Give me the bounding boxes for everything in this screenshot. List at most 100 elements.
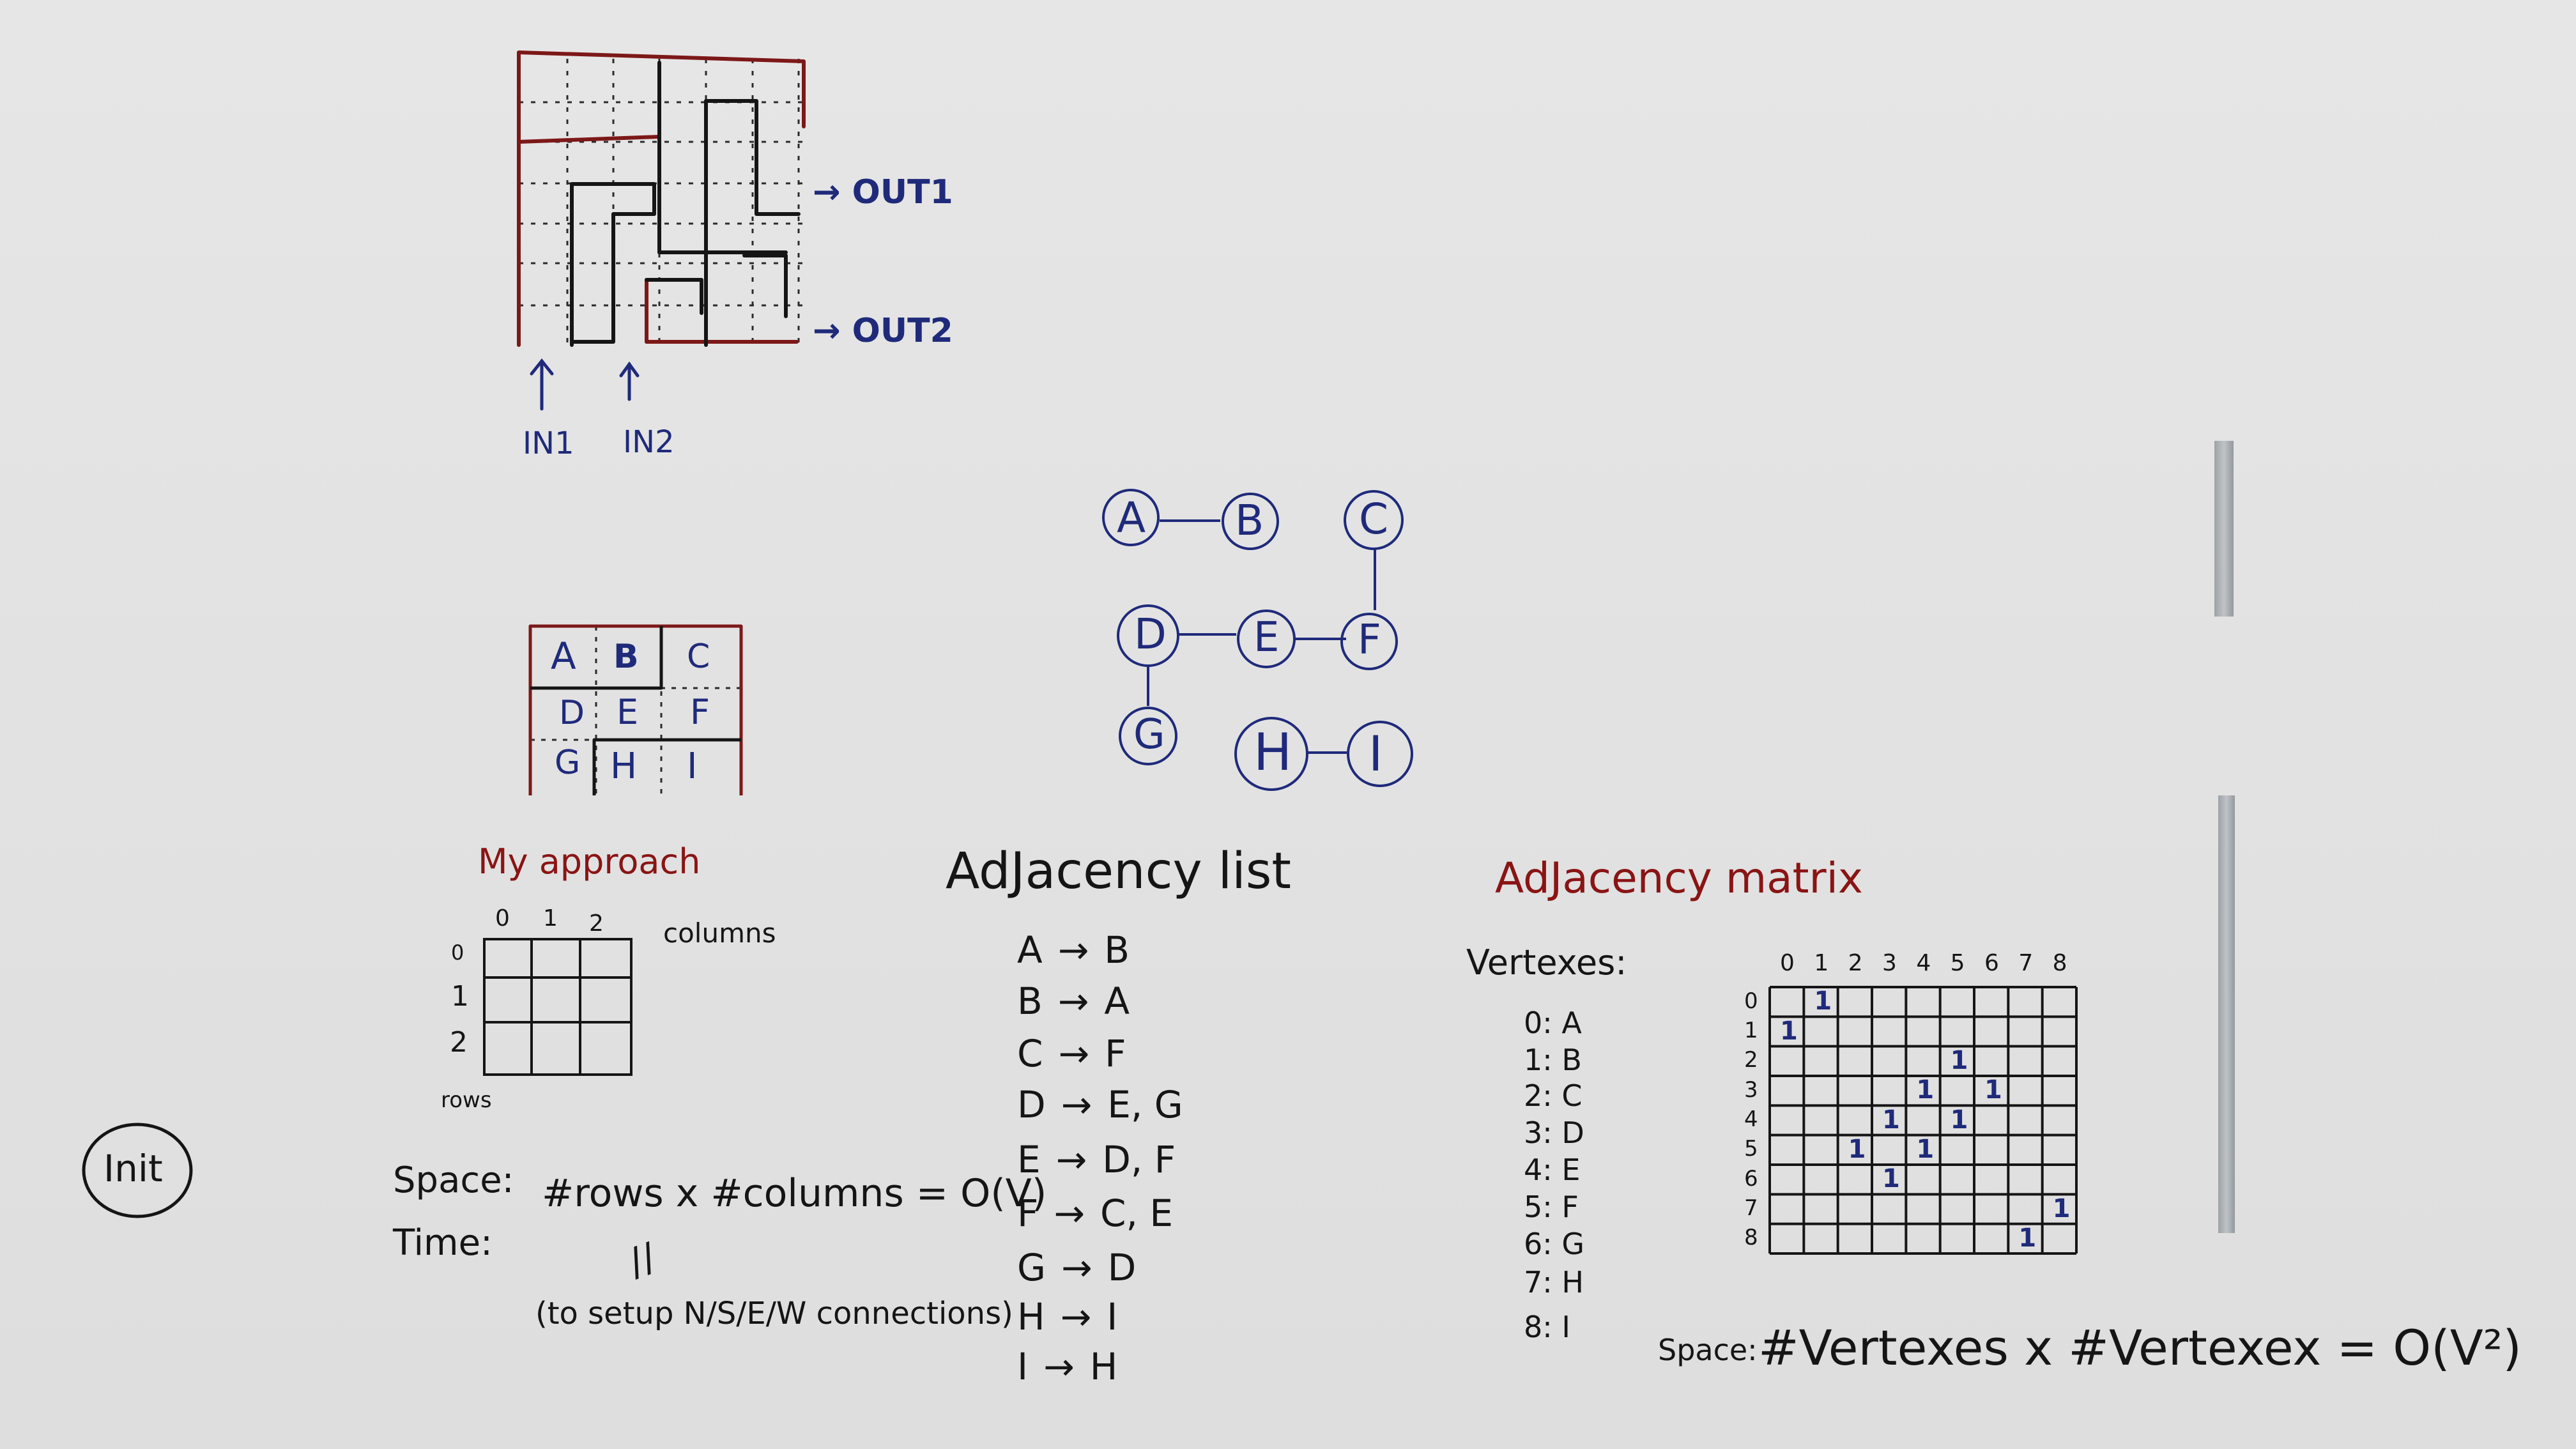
matrix-one-entry: 1 bbox=[1950, 1105, 1968, 1135]
grid-cell-d: D bbox=[559, 694, 585, 732]
graph-node-d-label: D bbox=[1134, 610, 1167, 659]
graph-node-a bbox=[1102, 489, 1160, 546]
matrix-one-entry: 1 bbox=[1848, 1134, 1866, 1164]
board-reflection bbox=[2218, 795, 2235, 1233]
adjacency-list-row: B→A bbox=[1017, 983, 1130, 1020]
matrix-column-header: 6 bbox=[1984, 950, 1999, 976]
adjacency-list-row: D → E, G bbox=[1017, 1086, 1183, 1123]
matrix-column-header: 5 bbox=[1950, 950, 1965, 976]
graph-node-f-label: F bbox=[1358, 617, 1381, 664]
matrix-row-header: 0 bbox=[1744, 988, 1758, 1014]
adjacency-from: A bbox=[1017, 928, 1043, 972]
adjacency-list-row: G → D bbox=[1017, 1249, 1136, 1286]
matrix-one-entry: 1 bbox=[1814, 986, 1832, 1016]
adjacency-to: E, G bbox=[1107, 1083, 1183, 1126]
matrix-one-entry: 1 bbox=[1984, 1075, 2002, 1105]
adjacency-arrow: → bbox=[1061, 1083, 1092, 1126]
matrix-column-header: 1 bbox=[1814, 950, 1829, 976]
adjacency-arrow: → bbox=[1061, 1246, 1092, 1289]
approach-space-formula: #rows x #columns = O(V) bbox=[542, 1171, 1047, 1216]
graph-node-i bbox=[1347, 721, 1413, 787]
matrix-row-header: 4 bbox=[1744, 1106, 1758, 1132]
matrix-row-header: 6 bbox=[1744, 1165, 1758, 1192]
approach-rows-label: rows bbox=[441, 1087, 492, 1113]
matrix-one-entry: 1 bbox=[1950, 1045, 1968, 1075]
grid-cell-c: C bbox=[687, 638, 710, 676]
vertex-entry: 0: A bbox=[1524, 1006, 1582, 1040]
graph-node-f bbox=[1340, 613, 1398, 670]
graph-node-i-label: I bbox=[1368, 725, 1383, 782]
grid-cell-h: H bbox=[610, 746, 638, 787]
grid-cell-a: A bbox=[551, 634, 576, 678]
grid-cell-e: E bbox=[617, 692, 639, 732]
adjacency-from: I bbox=[1017, 1345, 1029, 1388]
vertex-entry: 6: G bbox=[1524, 1227, 1585, 1261]
maze-input-1-label: IN1 bbox=[523, 425, 574, 461]
matrix-column-header: 3 bbox=[1882, 950, 1897, 976]
graph-node-h-label: H bbox=[1254, 723, 1292, 782]
adjacency-from: F bbox=[1017, 1192, 1039, 1235]
adjacency-to: D bbox=[1107, 1246, 1137, 1289]
adjacency-arrow: → bbox=[1054, 1192, 1085, 1235]
graph-node-d bbox=[1117, 604, 1179, 667]
adjacency-to: H bbox=[1089, 1345, 1118, 1388]
vertex-entry: 5: F bbox=[1524, 1190, 1579, 1224]
matrix-row-header: 1 bbox=[1744, 1017, 1758, 1043]
board-reflection bbox=[2214, 441, 2234, 617]
vertexes-label: Vertexes: bbox=[1466, 942, 1627, 983]
matrix-one-entry: 1 bbox=[1882, 1105, 1900, 1135]
my-approach-title: My approach bbox=[478, 841, 701, 882]
adjacency-arrow: → bbox=[1060, 1295, 1092, 1338]
init-label: Init bbox=[103, 1147, 163, 1190]
graph-node-a-label: A bbox=[1117, 493, 1146, 542]
matrix-space-formula: #Vertexes x #Vertexex = O(V²) bbox=[1758, 1319, 2522, 1376]
approach-space-label: Space: bbox=[393, 1160, 514, 1201]
graph-node-g-label: G bbox=[1133, 711, 1165, 758]
matrix-row-header: 8 bbox=[1744, 1225, 1758, 1251]
graph-node-c-label: C bbox=[1359, 494, 1389, 544]
vertex-entry: 8: I bbox=[1524, 1310, 1570, 1344]
adjacency-list-row: I → H bbox=[1017, 1348, 1117, 1385]
matrix-one-entry: 1 bbox=[1916, 1075, 1935, 1105]
adjacency-from: D bbox=[1017, 1083, 1046, 1126]
matrix-row-header: 5 bbox=[1744, 1136, 1758, 1162]
graph-node-b-label: B bbox=[1235, 496, 1264, 545]
adjacency-from: C bbox=[1017, 1032, 1043, 1075]
matrix-column-header: 8 bbox=[2052, 950, 2067, 976]
adjacency-list-row: H→I bbox=[1017, 1298, 1117, 1335]
matrix-space-label: Space: bbox=[1658, 1333, 1758, 1367]
adjacency-to: A bbox=[1104, 979, 1130, 1023]
matrix-row-header: 7 bbox=[1744, 1195, 1758, 1221]
adjacency-list-row: A→B bbox=[1017, 931, 1130, 969]
adjacency-arrow: → bbox=[1058, 1032, 1090, 1075]
graph-node-c bbox=[1344, 490, 1404, 550]
adjacency-to: B bbox=[1104, 928, 1130, 972]
matrix-one-entry: 1 bbox=[1882, 1164, 1900, 1194]
maze-output-2-label: → OUT2 bbox=[813, 312, 953, 350]
approach-row-0: 0 bbox=[451, 940, 464, 965]
approach-column-2: 2 bbox=[589, 910, 604, 937]
grid-cell-f: F bbox=[690, 692, 710, 732]
approach-row-1: 1 bbox=[451, 980, 469, 1013]
vertex-entry: 2: C bbox=[1524, 1078, 1583, 1113]
maze-input-2-label: IN2 bbox=[623, 424, 675, 460]
graph-node-e bbox=[1237, 610, 1296, 668]
matrix-column-header: 2 bbox=[1848, 950, 1863, 976]
matrix-one-entry: 1 bbox=[2018, 1223, 2037, 1253]
graph-node-e-label: E bbox=[1254, 614, 1280, 661]
vertex-entry: 4: E bbox=[1524, 1153, 1581, 1187]
matrix-column-header: 0 bbox=[1780, 950, 1795, 976]
adjacency-arrow: → bbox=[1057, 979, 1089, 1023]
vertex-entry: 1: B bbox=[1524, 1043, 1582, 1077]
adjacency-to: D, F bbox=[1102, 1138, 1176, 1181]
approach-row-2: 2 bbox=[450, 1026, 468, 1059]
adjacency-to: I bbox=[1107, 1295, 1118, 1338]
adjacency-arrow: → bbox=[1043, 1345, 1075, 1388]
graph-node-h bbox=[1234, 717, 1308, 791]
adjacency-from: G bbox=[1017, 1246, 1046, 1289]
